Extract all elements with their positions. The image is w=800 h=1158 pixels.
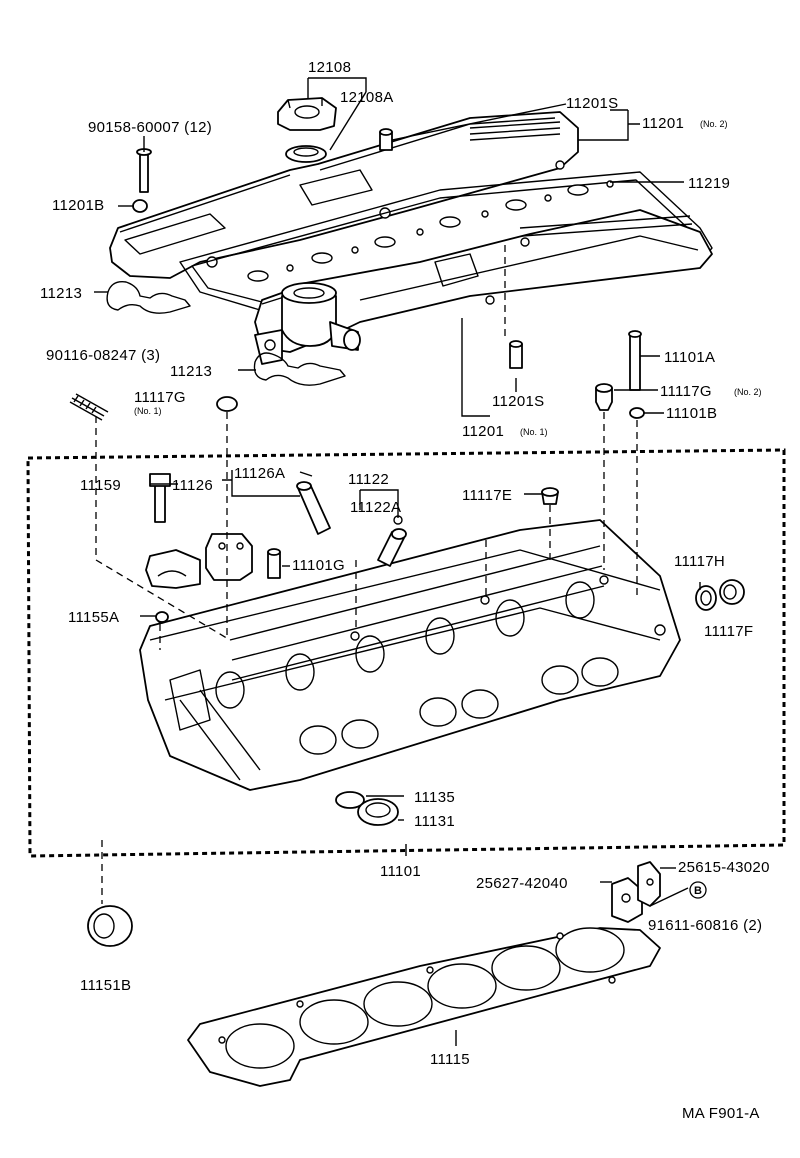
head-gasket-11115 bbox=[187, 927, 661, 1087]
label-11101A: 11101A bbox=[664, 349, 715, 366]
label-25627-42040: 25627-42040 bbox=[476, 875, 568, 892]
assembly-frame bbox=[26, 448, 786, 858]
cover-gasket-11219 bbox=[179, 171, 713, 311]
cover-plate-25615 bbox=[637, 861, 661, 907]
cam-cap-11126 bbox=[205, 533, 253, 581]
plug-11117G-no1 bbox=[216, 396, 238, 412]
label-11201S-bottom: 11201S bbox=[492, 393, 544, 410]
label-11213-mid: 11213 bbox=[170, 363, 212, 380]
diagram-code: MA F901-A bbox=[682, 1105, 760, 1122]
label-11201B: 11201B bbox=[52, 197, 104, 214]
bolt-11201S-top bbox=[379, 128, 393, 151]
label-11122A: 11122A bbox=[350, 499, 401, 516]
label-11115: 11115 bbox=[430, 1051, 470, 1068]
tube-11126A bbox=[296, 481, 331, 535]
label-11117E: 11117E bbox=[462, 487, 512, 504]
bolt-11201S-bottom bbox=[509, 340, 523, 369]
ring-pin-11101G bbox=[267, 548, 281, 579]
label-11117F: 11117F bbox=[704, 623, 753, 640]
label-no2-b: (No. 2) bbox=[734, 387, 762, 397]
label-11101: 11101 bbox=[380, 863, 421, 880]
cover-gasket-11213-mid bbox=[253, 352, 346, 386]
label-12108A: 12108A bbox=[340, 89, 394, 106]
label-11101G: 11101G bbox=[292, 557, 345, 574]
tube-11122 bbox=[377, 515, 407, 567]
label-11201-no2: 11201 bbox=[642, 115, 684, 132]
plug-11117E bbox=[541, 487, 559, 505]
label-no2-a: (No. 2) bbox=[700, 119, 728, 129]
oil-seal-11131 bbox=[357, 798, 399, 826]
label-11131: 11131 bbox=[414, 813, 455, 830]
plug-11117F bbox=[719, 579, 745, 605]
part-labels: 12108 12108A 90158-60007 (12) 11201S 112… bbox=[40, 59, 770, 1122]
cam-bearing-cap bbox=[145, 549, 201, 589]
grommet-11101B bbox=[629, 407, 645, 419]
cover-plate-25627 bbox=[611, 877, 643, 923]
label-no1-b: (No. 1) bbox=[520, 427, 548, 437]
cylinder-head-cover-no2 bbox=[109, 111, 579, 279]
label-no1-a: (No. 1) bbox=[134, 406, 162, 416]
label-11201-no1: 11201 bbox=[462, 423, 504, 440]
cover-gasket-11213-top bbox=[106, 281, 191, 314]
label-11101B: 11101B bbox=[666, 405, 717, 422]
stud-90116 bbox=[69, 393, 109, 421]
leader-lines bbox=[94, 77, 701, 1046]
grommet-11201B bbox=[132, 199, 148, 213]
plug-11117G-no2 bbox=[595, 383, 613, 411]
label-11155A: 11155A bbox=[68, 609, 119, 626]
bolt-11159 bbox=[149, 473, 171, 523]
label-91611-60816: 91611-60816 (2) bbox=[648, 917, 762, 934]
plug-11155A bbox=[155, 611, 169, 623]
label-11135: 11135 bbox=[414, 789, 455, 806]
oil-filler-cap bbox=[277, 97, 337, 131]
oil-seal-11151B bbox=[87, 905, 133, 947]
label-11117G-right: 11117G bbox=[660, 383, 712, 400]
label-b-marker: B bbox=[694, 885, 702, 897]
label-11219: 11219 bbox=[688, 175, 730, 192]
label-11122: 11122 bbox=[348, 471, 389, 488]
label-11126: 11126 bbox=[172, 477, 213, 494]
bolt-11101A bbox=[628, 330, 642, 391]
label-11213-top: 11213 bbox=[40, 285, 82, 302]
label-11151B: 11151B bbox=[80, 977, 131, 994]
stud-bolt-90158 bbox=[136, 148, 152, 193]
bolt-b-marker bbox=[689, 881, 707, 899]
dashed-guide-lines bbox=[95, 245, 638, 904]
label-25615-43020: 25615-43020 bbox=[678, 859, 770, 876]
plug-11117H bbox=[695, 585, 717, 611]
label-11117G-left: 11117G bbox=[134, 389, 186, 406]
label-11117H: 11117H bbox=[674, 553, 725, 570]
oil-filler-neck bbox=[254, 282, 361, 365]
filler-cap-gasket bbox=[285, 145, 327, 163]
label-90116-08247: 90116-08247 (3) bbox=[46, 347, 160, 364]
label-90158-60007: 90158-60007 (12) bbox=[88, 119, 212, 136]
label-12108: 12108 bbox=[308, 59, 351, 76]
label-11201S-top: 11201S bbox=[566, 95, 618, 112]
label-11126A: 11126A bbox=[234, 465, 285, 482]
label-11159: 11159 bbox=[80, 477, 121, 494]
oil-seal-11135 bbox=[335, 791, 365, 809]
